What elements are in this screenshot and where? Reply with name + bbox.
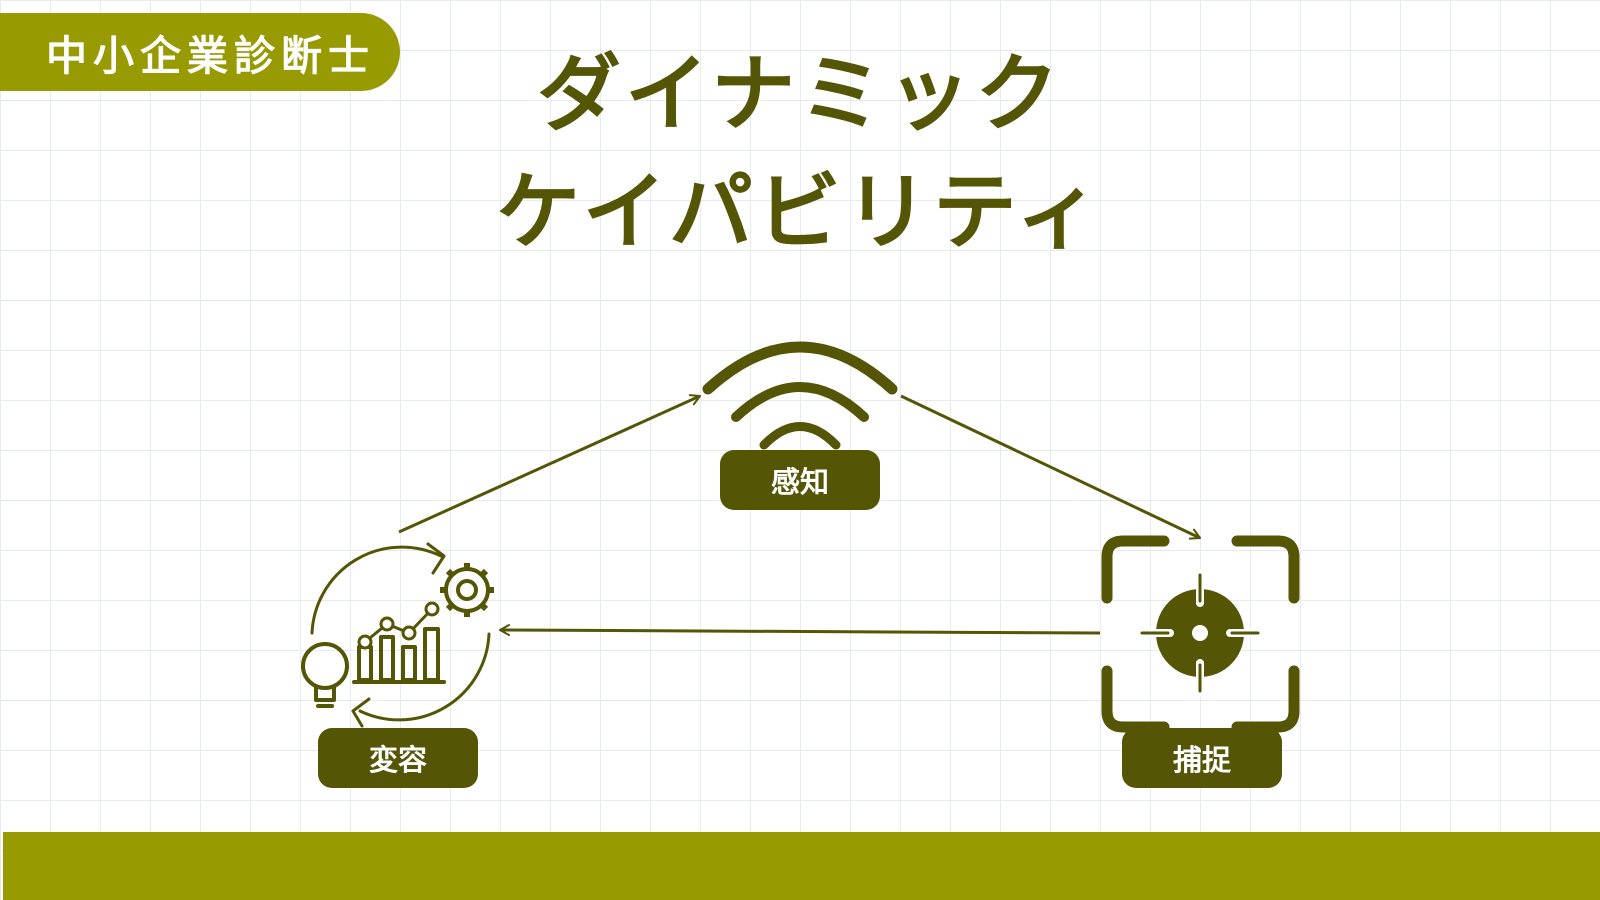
category-badge: 中小企業診断士 <box>0 13 400 91</box>
node-seize-label: 捕捉 <box>1122 728 1282 788</box>
footer-bar <box>3 832 1600 900</box>
edge-transform-to-sense <box>398 394 701 534</box>
title-line-2: ケイパビリティ <box>496 163 1104 261</box>
edge-seize-to-transform <box>499 624 1101 637</box>
idea-growth-cycle-icon <box>301 542 494 728</box>
node-sense-label: 感知 <box>720 450 880 510</box>
target-focus-icon <box>1101 535 1300 733</box>
title-line-1: ダイナミック <box>536 45 1064 143</box>
edge-sense-to-seize <box>900 394 1201 540</box>
node-transform-label: 変容 <box>318 728 478 788</box>
badge-label: 中小企業診断士 <box>46 32 375 80</box>
crosshair-target-icon <box>1136 569 1264 697</box>
signal-arcs-icon <box>702 341 898 450</box>
